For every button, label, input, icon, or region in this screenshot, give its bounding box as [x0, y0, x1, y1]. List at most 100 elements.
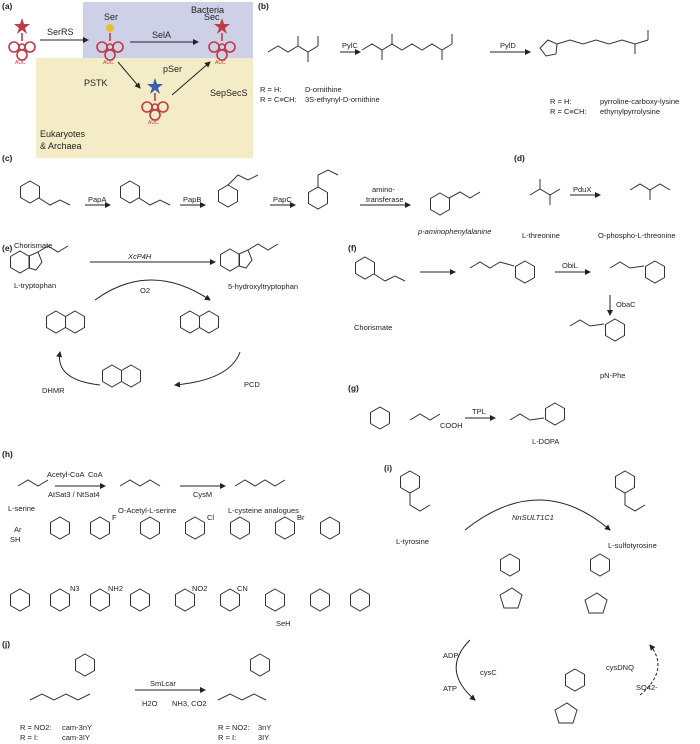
- trna-icon-2: [96, 32, 124, 61]
- panel-label-e: (e): [2, 243, 13, 253]
- star-icon: [14, 18, 30, 34]
- i-cysc: cysC: [480, 668, 497, 677]
- i-product: L-sulfotyrosine: [608, 541, 657, 550]
- j-prod-r-no2: R = NO2:: [218, 723, 250, 732]
- j-sub-name-1: cam-3nY: [62, 723, 93, 732]
- j-sub-r-no2: R = NO2:: [20, 723, 52, 732]
- j-h2o: H2O: [142, 699, 158, 708]
- h-sub-nh2: NH2: [108, 584, 124, 593]
- e-substrate: L-tryptophan: [14, 281, 57, 290]
- panel-label-j: (j): [2, 639, 11, 649]
- enzyme-sela: SelA: [152, 30, 172, 40]
- enzyme-nnsult1c1: NnSULT1C1: [512, 513, 554, 522]
- enzyme-papc: PapC: [273, 195, 292, 204]
- structure-e: [10, 243, 279, 388]
- node-sec: Sec: [204, 12, 220, 22]
- enzyme-atsat3: AtSat3 / NtSat4: [48, 490, 100, 499]
- h-sub-no2: NO2: [192, 584, 208, 593]
- e-pcd: PCD: [244, 380, 260, 389]
- structure-c: [20, 169, 481, 216]
- j-nh3-co2: NH3, CO2: [172, 699, 207, 708]
- structure-b: [267, 30, 649, 62]
- i-cysdnq: cysDNQ: [606, 663, 634, 672]
- panel-label-f: (f): [348, 243, 357, 253]
- e-dhmr: DHMR: [42, 386, 65, 395]
- structure-d: [529, 179, 671, 205]
- pser-star-icon: [147, 78, 163, 94]
- e-cofactor-o2: O2: [140, 286, 151, 295]
- c-start: Chorismate: [14, 241, 53, 250]
- anticodon-1: AUC: [15, 60, 26, 66]
- enzyme-obac: ObaC: [616, 300, 636, 309]
- h-thiol-label: SH: [10, 535, 21, 544]
- b-sub-r-alkyne: R = C≡CH:: [260, 95, 297, 104]
- h-sub-cl: Cl: [207, 513, 215, 522]
- j-prod-r-i: R = I:: [218, 733, 237, 742]
- enzyme-smlcar: SmLcar: [150, 679, 176, 688]
- panel-label-b: (b): [258, 1, 269, 11]
- enzyme-pyld: PylD: [500, 41, 516, 50]
- i-substrate: L-tyrosine: [396, 537, 429, 546]
- i-sulfate: SO42-: [636, 683, 658, 692]
- enzyme-papb: PapB: [183, 195, 202, 204]
- anticodon-2: AUC: [103, 60, 114, 66]
- c-product: p-aminophenylalanine: [418, 227, 492, 236]
- panel-label-d: (d): [514, 153, 525, 163]
- node-ser: Ser: [104, 12, 119, 22]
- panel-label-c: (c): [2, 153, 13, 163]
- enzyme-pylc: PylC: [342, 41, 358, 50]
- enzyme-aminotransferase-1: amino-: [372, 185, 395, 194]
- h-l-serine: L-serine: [8, 504, 36, 513]
- i-atp: ATP: [443, 684, 458, 693]
- j-prod-name-2: 3IY: [258, 733, 270, 742]
- b-sub-name-2: 3S-ethynyl-D-ornithine: [305, 95, 380, 104]
- sec-star-icon: [214, 18, 230, 34]
- ser-dot-icon: [106, 24, 114, 32]
- trna-icon-1: [8, 32, 36, 61]
- h-coa: CoA: [88, 470, 103, 479]
- panel-label-g: (g): [348, 383, 359, 393]
- b-sub-name-1: D-ornithine: [305, 85, 342, 94]
- h-aryl-label: Ar: [14, 525, 22, 534]
- panel-label-a: (a): [2, 1, 13, 11]
- h-sub-f: F: [112, 513, 117, 522]
- h-o-acetyl-serine: O-Acetyl-L-serine: [118, 506, 177, 515]
- b-prod-r-alkyne: R = C≡CH:: [550, 107, 587, 116]
- f-start: Chorismate: [354, 323, 393, 332]
- f-product: pN-Phe: [600, 371, 626, 380]
- b-prod-name-1: pyrroline-carboxy-lysine: [600, 97, 680, 106]
- bacteria-label: Bacteria: [191, 5, 225, 15]
- structure-j: [29, 653, 270, 701]
- g-reagent: COOH: [440, 421, 463, 430]
- enzyme-tpl: TPL: [472, 407, 486, 416]
- h-acetyl-coa: Acetyl-CoA: [47, 470, 85, 479]
- d-substrate: L-threonine: [522, 231, 560, 240]
- h-sub-br: Br: [297, 513, 305, 522]
- anticodon-4: AUC: [148, 120, 159, 126]
- panel-label-h: (h): [2, 449, 13, 459]
- anticodon-3: AUC: [215, 60, 226, 66]
- structure-g: [370, 402, 565, 430]
- structure-h: [10, 479, 370, 612]
- node-pser: pSer: [163, 64, 183, 74]
- enzyme-serrs: SerRS: [47, 27, 74, 37]
- enzyme-aminotransferase-2: transferase: [366, 195, 404, 204]
- i-adp: ADP: [443, 651, 459, 660]
- enzyme-pstk: PSTK: [84, 78, 108, 88]
- trna-icon-4: [141, 92, 169, 121]
- d-product: O-phospho-L-threonine: [598, 231, 676, 240]
- h-cysteine-analogues: L-cysteine analogues: [228, 506, 299, 515]
- enzyme-obil: ObiL: [562, 261, 578, 270]
- j-sub-name-2: cam-3IY: [62, 733, 90, 742]
- j-sub-r-i: R = I:: [20, 733, 39, 742]
- enzyme-cysm: CysM: [193, 490, 213, 499]
- structure-f: [355, 256, 665, 342]
- enzyme-sepsecs: SepSecS: [210, 88, 248, 98]
- eukarya-region: [36, 58, 253, 158]
- h-sub-seh: SeH: [276, 619, 291, 628]
- b-prod-name-2: ethynylpyrrolysine: [600, 107, 661, 116]
- panel-label-i: (i): [384, 463, 393, 473]
- j-prod-name-1: 3nY: [258, 723, 272, 732]
